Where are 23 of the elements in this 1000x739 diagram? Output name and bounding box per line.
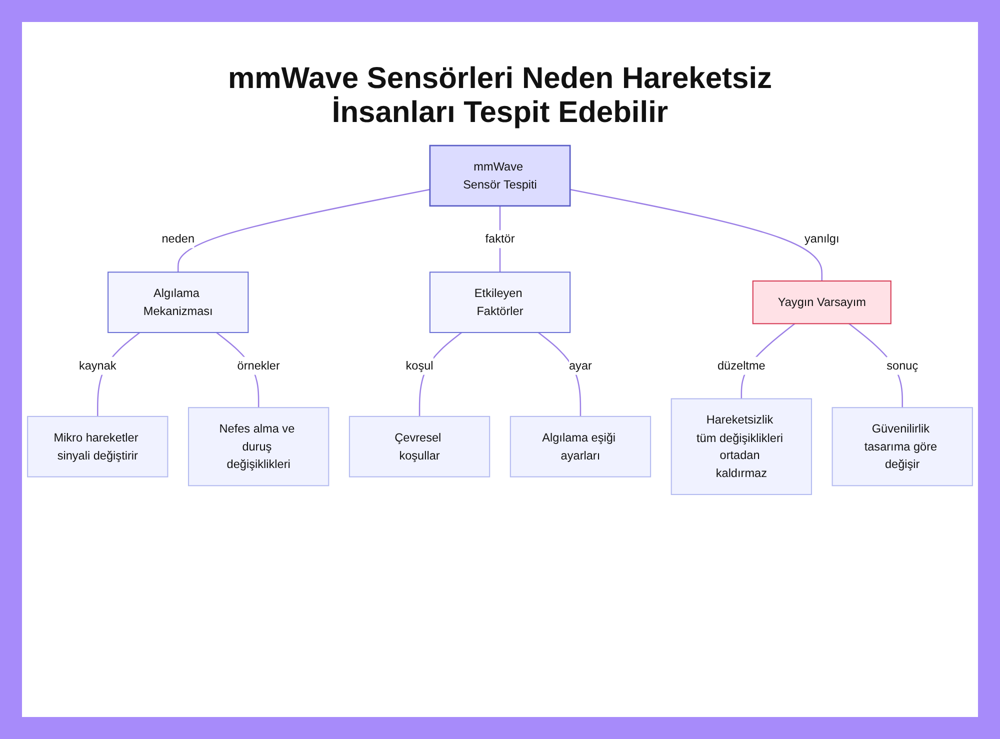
edge-label: düzeltme	[717, 358, 766, 372]
node-box: Nefes alma ve duruş değişiklikleri	[188, 407, 330, 486]
node-box: Hareketsizlik tüm değişiklikleri ortadan kaldırmaz	[670, 398, 812, 496]
connector	[177, 188, 430, 272]
node-box: mmWave Sensör Tespiti	[429, 144, 571, 207]
edge-label: faktör	[485, 232, 515, 246]
node-box: Çevresel koşullar	[348, 416, 490, 478]
edge-label: kaynak	[78, 358, 116, 372]
node-box: Algılama eşiği ayarları	[510, 416, 652, 478]
edge-label: koşul	[406, 358, 434, 372]
edge-label: yanılgı	[804, 232, 840, 246]
node-box: Güvenilirlik tasarıma göre değişir	[832, 407, 973, 486]
node-box: Mikro hareketler sinyali değiştirir	[27, 416, 168, 478]
edge-label: neden	[162, 232, 195, 246]
node-box: Algılama Mekanizması	[108, 272, 249, 334]
edge-label: örnekler	[237, 358, 280, 372]
connector	[538, 332, 582, 416]
connector	[570, 188, 823, 281]
edge-label: sonuç	[886, 358, 918, 372]
edge-label: ayar	[569, 358, 592, 372]
diagram-title: mmWave Sensörleri Neden Hareketsiz İnsanları Tespit Edebilir	[226, 62, 774, 130]
node-box: Etkileyen Faktörler	[429, 272, 571, 334]
node-box: Yaygın Varsayım	[752, 280, 892, 324]
